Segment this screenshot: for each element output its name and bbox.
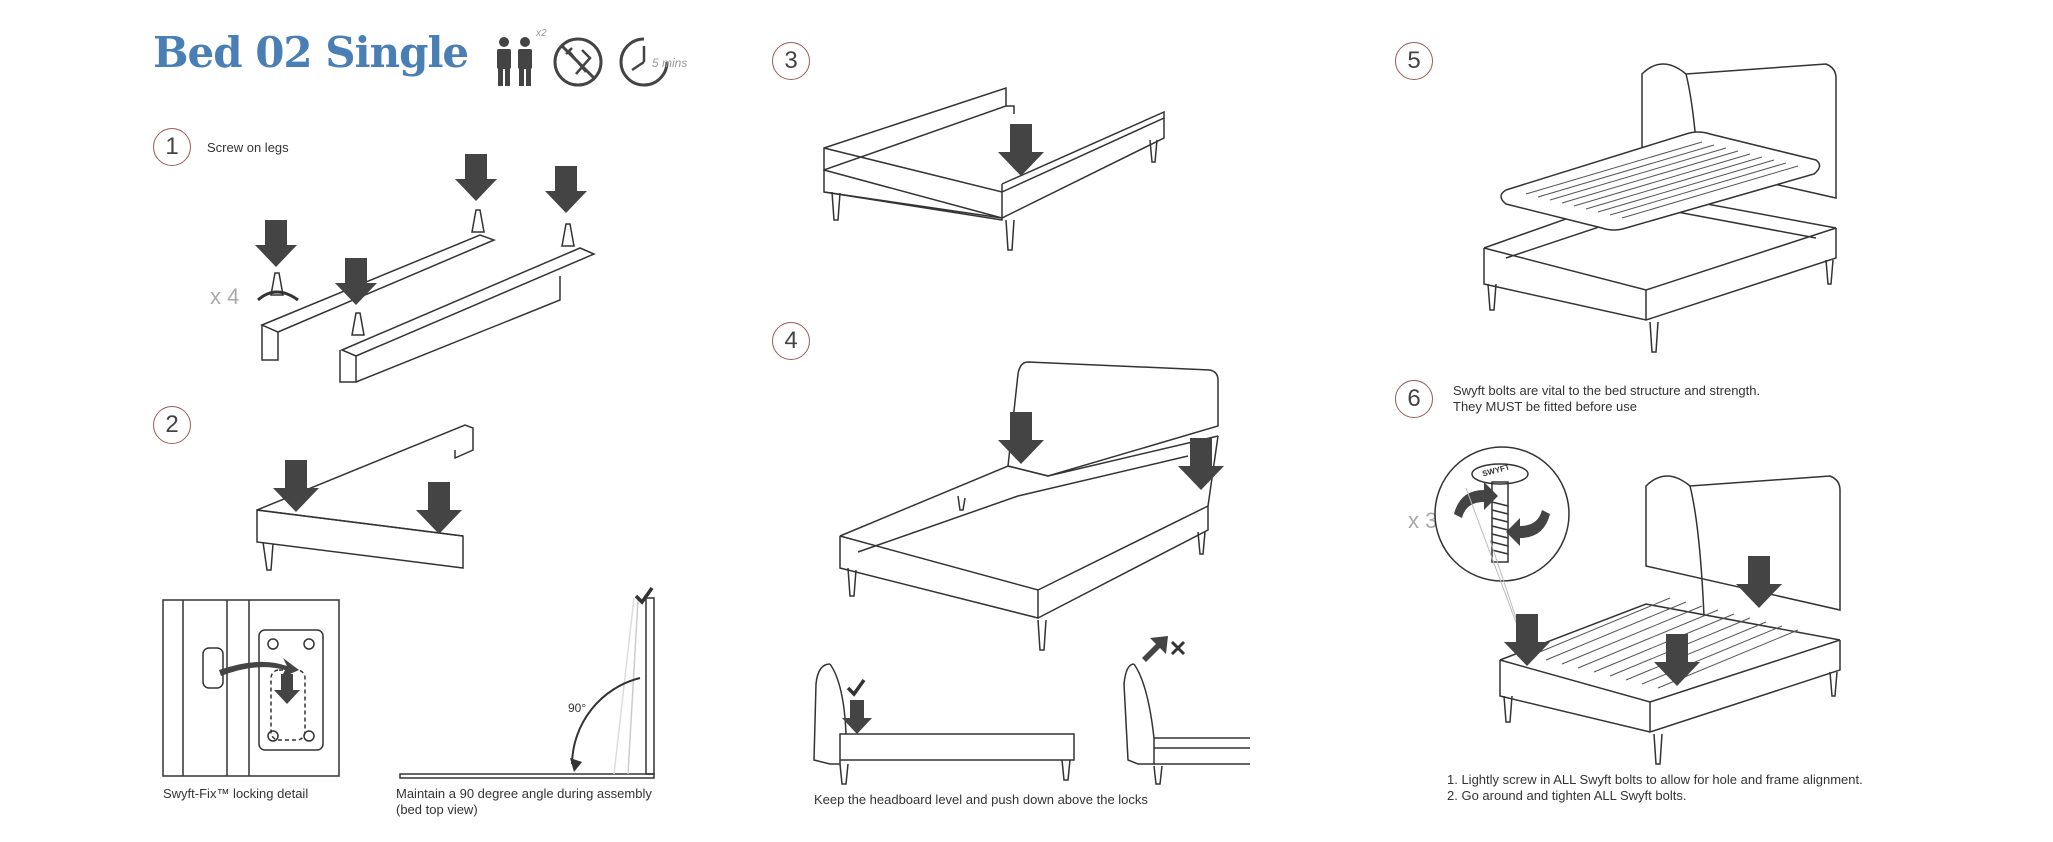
- angle-label: 90°: [568, 701, 587, 715]
- step-6-caption-line2: They MUST be fitted before use: [1453, 399, 1638, 414]
- clock-icon: [619, 37, 669, 87]
- people-count: x2: [536, 28, 547, 39]
- two-people-icon: [497, 37, 532, 86]
- step-3-illustration: [823, 86, 1165, 251]
- angle-illustration: [399, 586, 655, 779]
- step-6-instruction-1: 1. Lightly screw in ALL Swyft bolts to a…: [1447, 772, 1863, 787]
- step-1-number: 1: [153, 128, 191, 166]
- angle-caption-line1: Maintain a 90 degree angle during assemb…: [396, 786, 652, 801]
- step-2-number: 2: [153, 406, 191, 444]
- no-tools-icon: [553, 37, 603, 87]
- step-6-multiplier: x 3: [1408, 508, 1438, 533]
- headboard-caption: Keep the headboard level and push down a…: [814, 792, 1148, 807]
- headboard-correct-illustration: [813, 663, 1075, 785]
- angle-caption-line2: (bed top view): [396, 802, 478, 817]
- step-2-illustration: [256, 424, 474, 571]
- step-5-number: 5: [1395, 42, 1433, 80]
- locking-caption: Swyft-Fix™ locking detail: [163, 786, 309, 801]
- bolt-detail-illustration: [1434, 446, 1570, 582]
- step-4-illustration: [839, 361, 1224, 651]
- step-6-number: 6: [1395, 380, 1433, 418]
- step-6-caption-line1: Swyft bolts are vital to the bed structu…: [1453, 383, 1761, 398]
- step-4-number: 4: [772, 322, 810, 360]
- step-3-number: 3: [772, 42, 810, 80]
- step-5-illustration: [1483, 63, 1837, 353]
- step-1-caption: Screw on legs: [207, 140, 289, 155]
- step-6-instruction-2: 2. Go around and tighten ALL Swyft bolts…: [1447, 788, 1687, 803]
- headboard-incorrect-illustration: [1123, 636, 1250, 785]
- locking-detail-illustration: [162, 599, 340, 777]
- step-6-illustration: [1465, 475, 1841, 765]
- step-1-illustration: [255, 154, 596, 383]
- time-label: 5 mins: [652, 56, 688, 70]
- step-1-multiplier: x 4: [210, 284, 240, 309]
- page-title: Bed 02 Single: [153, 28, 469, 77]
